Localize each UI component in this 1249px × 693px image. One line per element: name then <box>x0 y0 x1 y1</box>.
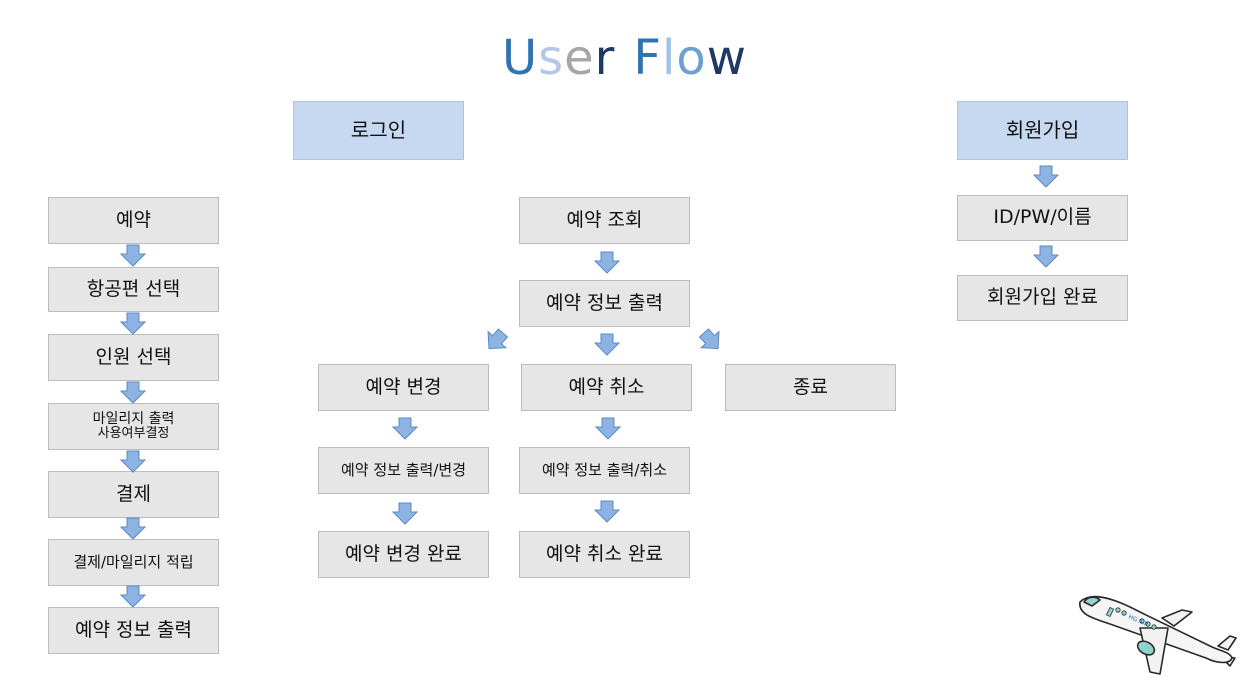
flow-step-signup-done: 회원가입 완료 <box>957 275 1128 321</box>
login-label: 로그인 <box>350 118 407 142</box>
step-label: 예약 변경 <box>365 375 442 398</box>
down-arrow-icon <box>594 251 620 274</box>
down-right-arrow-icon <box>694 324 728 358</box>
step-label: 예약 정보 출력 <box>546 291 663 314</box>
flow-step-reservation-print: 예약 정보 출력 <box>48 607 219 654</box>
step-label: 결제 <box>116 482 151 505</box>
flow-step-change-print: 예약 정보 출력/변경 <box>318 447 489 494</box>
down-arrow-icon <box>120 312 146 335</box>
title-letter: w <box>706 30 747 86</box>
step-label: 예약 취소 <box>568 375 645 398</box>
flow-step-cancel-print: 예약 정보 출력/취소 <box>519 447 690 494</box>
title-letter: l <box>662 30 677 86</box>
step-label: 예약 조회 <box>566 208 643 231</box>
step-label: 인원 선택 <box>95 345 172 368</box>
flow-step-credentials: ID/PW/이름 <box>957 195 1128 241</box>
title-letter: o <box>676 30 707 86</box>
step-label: 회원가입 완료 <box>987 286 1098 309</box>
title-letter: r <box>594 30 616 86</box>
step-sublabel: 사용여부결정 <box>97 426 170 442</box>
signup-label: 회원가입 <box>1005 118 1080 142</box>
title-letter: U <box>501 30 539 86</box>
title-letter: e <box>564 30 595 86</box>
down-arrow-icon <box>120 381 146 404</box>
down-arrow-icon <box>120 450 146 473</box>
flow-step-change: 예약 변경 <box>318 364 489 411</box>
down-arrow-icon <box>120 517 146 540</box>
title-letter: F <box>633 30 663 86</box>
down-arrow-icon <box>594 333 620 356</box>
signup-box: 회원가입 <box>957 101 1128 160</box>
flow-step-cancel: 예약 취소 <box>521 364 692 411</box>
step-label: 종료 <box>793 375 828 398</box>
down-arrow-icon <box>392 417 418 440</box>
flow-step-passenger-select: 인원 선택 <box>48 334 219 381</box>
flow-step-cancel-done: 예약 취소 완료 <box>519 531 690 578</box>
flow-step-end: 종료 <box>725 364 896 411</box>
step-label: 예약 정보 출력 <box>75 618 192 641</box>
step-label: 마일리지 출력 <box>92 410 175 427</box>
step-label: 예약 변경 완료 <box>345 542 462 565</box>
down-arrow-icon <box>595 417 621 440</box>
login-box: 로그인 <box>293 101 464 160</box>
step-label: 예약 <box>116 208 151 231</box>
down-arrow-icon <box>594 500 620 523</box>
title-letter: s <box>538 30 565 86</box>
flow-step-inquiry: 예약 조회 <box>519 197 690 244</box>
step-label: 예약 취소 완료 <box>546 542 663 565</box>
step-label: ID/PW/이름 <box>993 206 1092 229</box>
down-arrow-icon <box>120 244 146 267</box>
down-left-arrow-icon <box>479 324 513 358</box>
flow-step-change-done: 예약 변경 완료 <box>318 531 489 578</box>
flow-step-payment-mileage: 결제/마일리지 적립 <box>48 539 219 586</box>
step-label: 예약 정보 출력/변경 <box>341 460 466 479</box>
flow-step-info-print: 예약 정보 출력 <box>519 280 690 327</box>
step-label: 항공편 선택 <box>86 277 181 300</box>
step-label: 결제/마일리지 적립 <box>73 552 194 571</box>
down-arrow-icon <box>120 585 146 608</box>
flow-step-flight-select: 항공편 선택 <box>48 267 219 312</box>
down-arrow-icon <box>1033 245 1059 268</box>
step-label: 예약 정보 출력/취소 <box>542 460 667 479</box>
down-arrow-icon <box>1033 165 1059 188</box>
airplane-icon: HG AIR <box>1079 595 1237 675</box>
flow-step-reserve: 예약 <box>48 197 219 244</box>
flow-step-payment: 결제 <box>48 471 219 518</box>
down-arrow-icon <box>392 502 418 525</box>
